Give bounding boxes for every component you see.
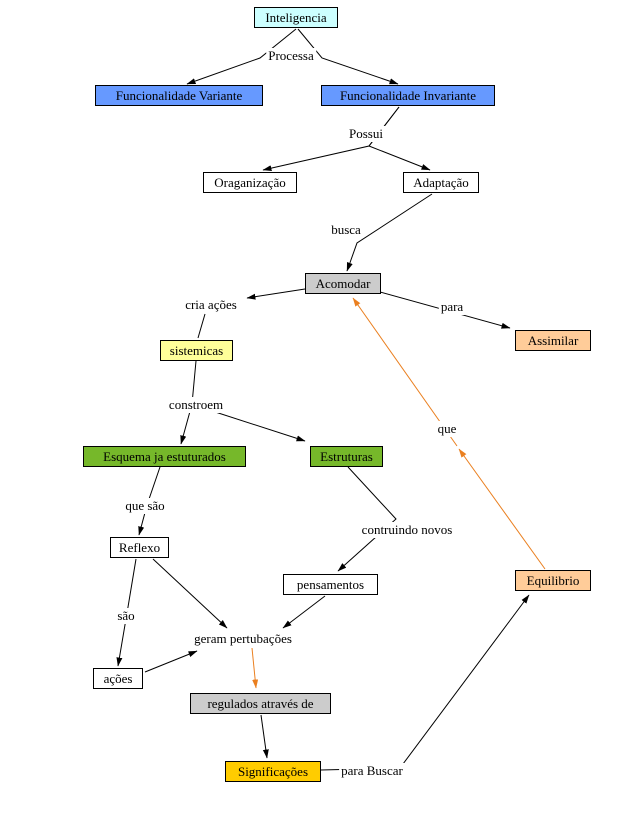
link-label-geram-pertubacoes: geram pertubações xyxy=(192,631,294,647)
link-label-sao: são xyxy=(115,608,137,624)
edge-significacoes-equilibrio xyxy=(320,594,530,771)
node-funcionalidade-invariante: Funcionalidade Invariante xyxy=(321,85,495,106)
node-acomodar: Acomodar xyxy=(305,273,381,294)
link-label-contruindo-novos: contruindo novos xyxy=(359,522,455,538)
edge-invariante-adaptacao xyxy=(368,106,431,171)
node-equilibrio: Equilibrio xyxy=(515,570,591,591)
link-label-que-sao: que são xyxy=(123,498,167,514)
edge-acoes-geram xyxy=(144,650,198,673)
edge-acomodar-criaacoes xyxy=(246,288,306,300)
link-label-processa: Processa xyxy=(266,48,316,64)
edge-geram-regulados xyxy=(251,647,259,689)
node-organizacao: Oraganização xyxy=(203,172,297,193)
edge-criaacoes-sistemicas xyxy=(197,313,206,339)
node-inteligencia: Inteligencia xyxy=(254,7,338,28)
edge-estruturas-pensamentos xyxy=(337,466,397,572)
edge-reflexo-geram xyxy=(152,558,228,629)
node-significacoes: Significações xyxy=(225,761,321,782)
node-acoes: ações xyxy=(93,668,143,689)
link-label-para-buscar: para Buscar xyxy=(339,763,405,779)
edge-pensamentos-geram xyxy=(282,595,326,629)
node-sistemicas: sistemicas xyxy=(160,340,233,361)
edge-equilibrio-que xyxy=(458,448,546,570)
link-label-para: para xyxy=(438,299,466,315)
edge-regulados-significacoes xyxy=(260,714,269,759)
node-regulados-atraves-de: regulados através de xyxy=(190,693,331,714)
edge-constroem-estruturas xyxy=(205,408,306,442)
edge-adaptacao-acomodar xyxy=(346,193,433,272)
link-label-possui: Possui xyxy=(347,126,385,142)
node-esquema-ja-estuturados: Esquema ja estuturados xyxy=(83,446,246,467)
node-estruturas: Estruturas xyxy=(310,446,383,467)
link-label-busca: busca xyxy=(329,222,363,238)
node-funcionalidade-variante: Funcionalidade Variante xyxy=(95,85,263,106)
link-label-constroem: constroem xyxy=(166,397,226,413)
node-adaptacao: Adaptação xyxy=(403,172,479,193)
link-label-cria-acoes: cria ações xyxy=(183,297,239,313)
node-reflexo: Reflexo xyxy=(110,537,169,558)
node-assimilar: Assimilar xyxy=(515,330,591,351)
edge-inteligencia-invariante xyxy=(297,28,399,85)
edge-inteligencia-variante xyxy=(186,28,297,85)
node-pensamentos: pensamentos xyxy=(283,574,378,595)
link-label-que: que xyxy=(435,421,459,437)
